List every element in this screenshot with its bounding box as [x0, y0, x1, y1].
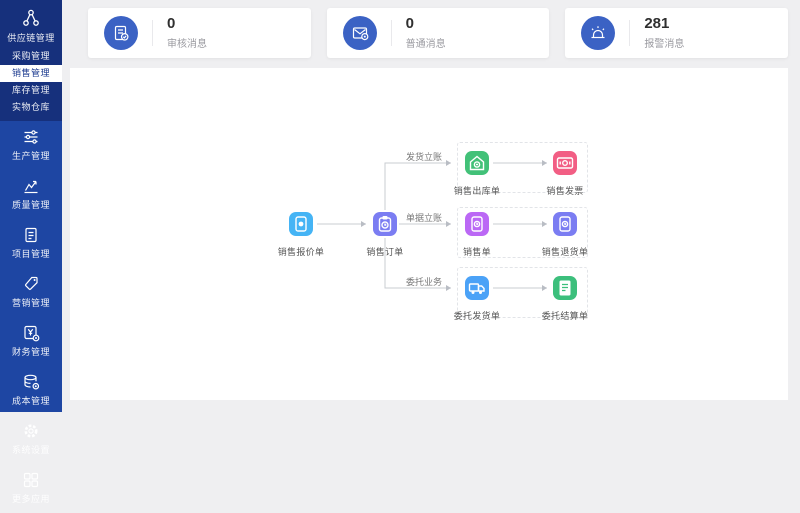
outbound-warehouse-icon	[469, 155, 485, 171]
flow-node-consign-ship[interactable]: 委托发货单	[445, 276, 509, 322]
return-document-icon	[559, 216, 571, 232]
sidebar-item-label: 供应链管理	[7, 33, 55, 43]
sidebar-item-finance[interactable]: 财务管理	[0, 317, 62, 366]
sidebar-item-production[interactable]: 生产管理	[0, 121, 62, 170]
mail-icon	[352, 27, 369, 41]
flow-node-consign-settle[interactable]: 委托结算单	[533, 276, 597, 322]
finance-icon	[24, 325, 40, 342]
alarm-icon	[591, 26, 605, 39]
quotation-document-icon	[295, 216, 307, 232]
alarm-message-label: 报警消息	[644, 39, 685, 51]
sliders-icon	[24, 130, 38, 144]
audit-message-count: 0	[167, 14, 176, 32]
network-icon	[23, 9, 39, 26]
flow-node-sales-slip[interactable]: 销售单	[445, 212, 509, 258]
sidebar-item-marketing[interactable]: 营销管理	[0, 268, 62, 317]
sale-document-icon	[471, 216, 483, 232]
alarm-message-count: 281	[644, 14, 670, 32]
flow-node-sales-outbound[interactable]: 销售出库单	[445, 151, 509, 197]
sidebar-item-settings[interactable]: 系统设置	[0, 415, 62, 464]
sidebar-item-inventory[interactable]: 库存管理	[11, 85, 50, 95]
sidebar-item-cost[interactable]: 成本管理	[0, 366, 62, 415]
sidebar-item-sales[interactable]: 销售管理	[0, 65, 62, 82]
chart-icon	[24, 180, 38, 194]
normal-message-card[interactable]: 0 普通消息	[326, 8, 550, 58]
normal-message-count: 0	[405, 14, 415, 32]
settlement-document-icon	[559, 280, 571, 296]
alarm-message-card[interactable]: 281 报警消息	[565, 8, 789, 58]
cost-database-icon	[24, 374, 40, 390]
document-icon	[25, 227, 37, 243]
edge-label-ship: 发货立账	[405, 152, 442, 162]
sidebar-item-quality[interactable]: 质量管理	[0, 170, 62, 219]
grid-icon	[23, 472, 39, 488]
audit-message-label: 审核消息	[167, 39, 207, 51]
sales-flow-panel: 发货立账 单据立账 委托业务 销售报价单 销售订单	[70, 68, 788, 400]
edge-label-doc: 单据立账	[405, 213, 442, 223]
flow-connectors	[317, 160, 547, 291]
sidebar-item-purchase[interactable]: 采购管理	[11, 51, 50, 61]
message-cards: 0 审核消息 0 普通消息 281	[88, 8, 789, 58]
flow-node-sales-quotation[interactable]: 销售报价单	[269, 212, 333, 258]
audit-message-card[interactable]: 0 审核消息	[88, 8, 311, 58]
tag-icon	[25, 276, 38, 290]
flow-node-sales-return[interactable]: 销售退货单	[533, 212, 597, 258]
order-clipboard-icon	[378, 216, 392, 232]
flow-node-sales-invoice[interactable]: 销售发票	[533, 151, 597, 197]
sidebar-item-more-apps[interactable]: 更多应用	[0, 464, 62, 513]
sidebar-item-supply-chain[interactable]: 供应链管理	[0, 0, 62, 48]
edge-label-consign: 委托业务	[405, 277, 442, 287]
sidebar: 供应链管理 采购管理 销售管理 库存管理 实物仓库 生产管理 质量管理 项目管理	[0, 0, 62, 504]
gear-icon	[24, 424, 38, 438]
truck-icon	[468, 283, 485, 294]
sidebar-group-supply-chain: 供应链管理 采购管理 销售管理 库存管理 实物仓库	[0, 0, 62, 121]
invoice-banknote-icon	[556, 157, 574, 169]
sidebar-item-warehouse[interactable]: 实物仓库	[11, 102, 50, 112]
normal-message-label: 普通消息	[405, 39, 446, 51]
sidebar-item-project[interactable]: 项目管理	[0, 219, 62, 268]
flow-node-sales-order[interactable]: 销售订单	[353, 212, 417, 258]
audit-document-icon	[114, 25, 129, 41]
